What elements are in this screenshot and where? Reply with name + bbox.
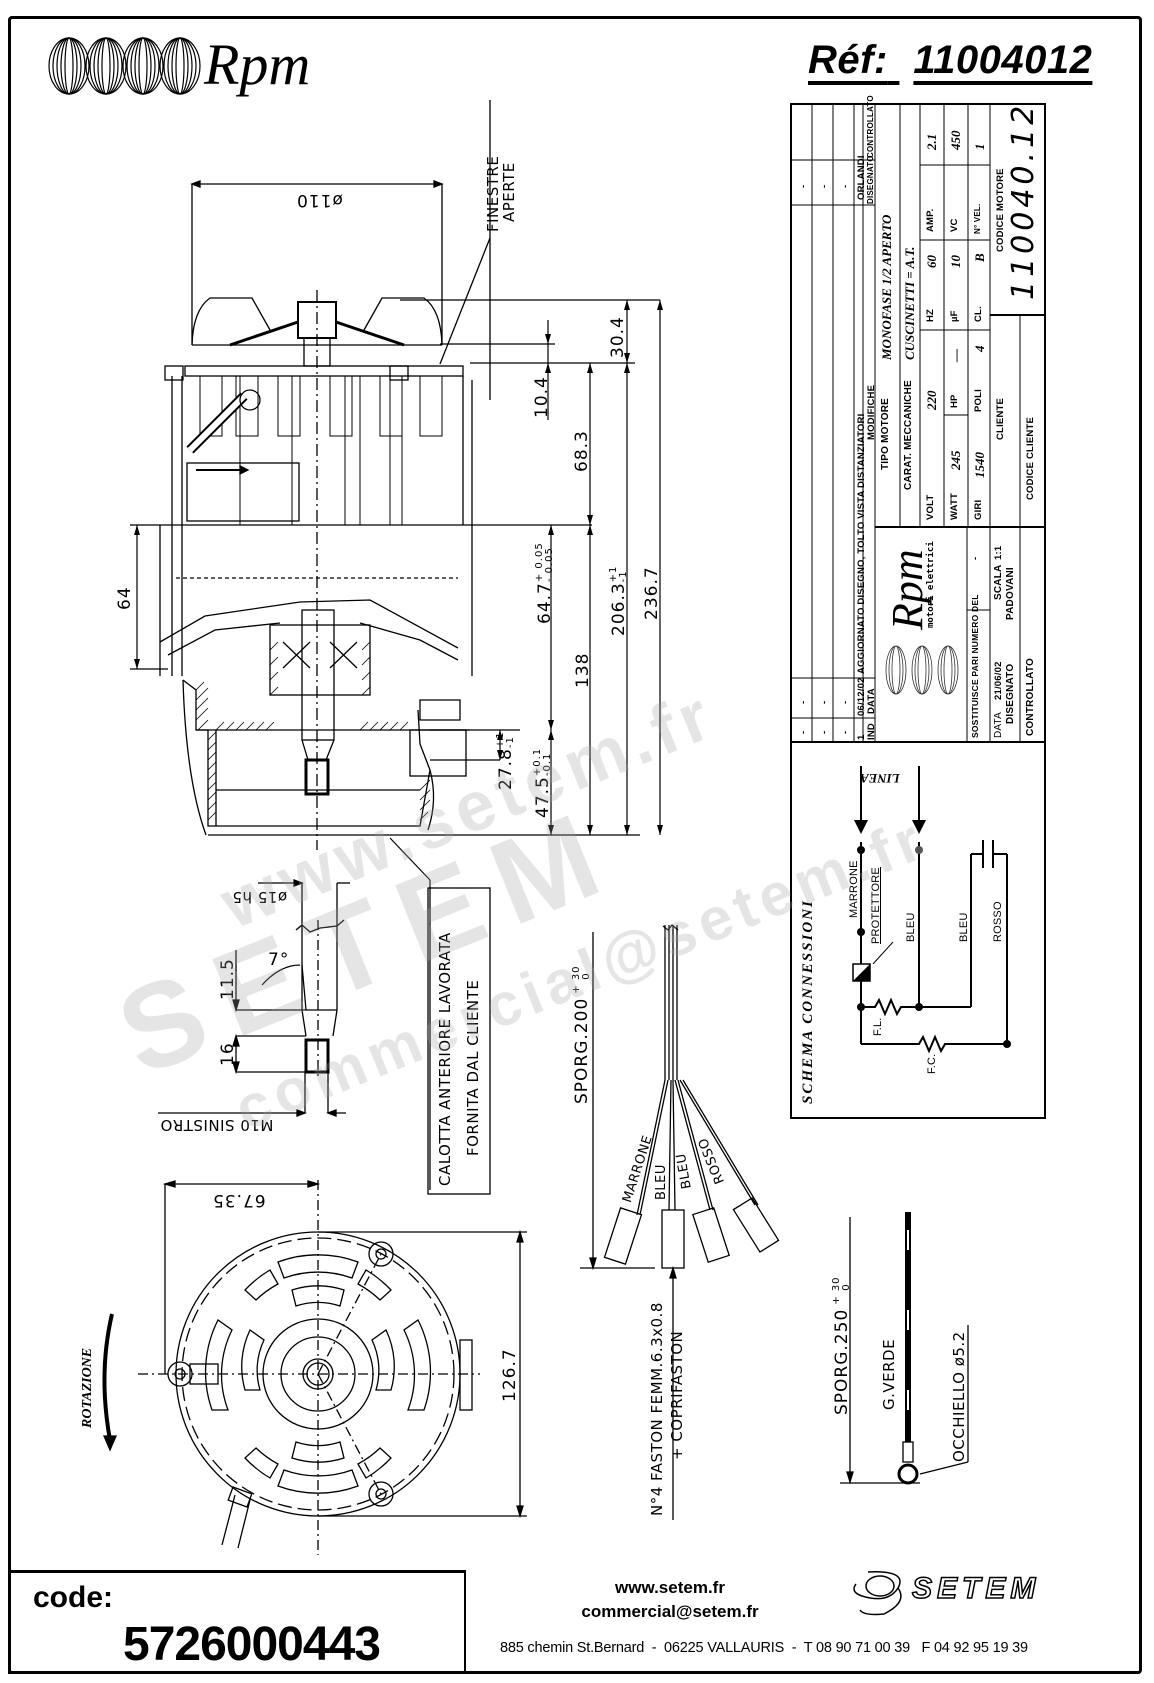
code-label: code: — [33, 1581, 114, 1614]
rotation-label: ROTAZIONE — [80, 1347, 95, 1428]
brand-name: Rpm — [204, 32, 311, 97]
reference-header: Réf: 11004012 — [808, 38, 1092, 83]
footer-brand: SETEM — [911, 1571, 1041, 1606]
code-value: 5726000443 — [123, 1618, 381, 1671]
footer-email: commercial@setem.fr — [581, 1602, 759, 1621]
footer-address: 885 chemin St.Bernard - 06225 VALLAURIS … — [500, 1640, 1028, 1656]
reference-label: Réf: — [808, 38, 888, 82]
code-box: code: 5726000443 — [8, 1570, 466, 1674]
end-view-offset-dim: 67.35 — [212, 1190, 266, 1210]
wiring-schematic — [852, 766, 1011, 1054]
coil-logo-icon — [48, 37, 201, 95]
protector-icon — [852, 941, 894, 982]
reference-number: 11004012 — [913, 38, 1093, 82]
rpm-logo: Rpm — [44, 30, 374, 100]
setem-logo-icon — [853, 1571, 902, 1616]
shaft-angle-dim: 7° — [268, 950, 290, 970]
footer-website: www.setem.fr — [615, 1578, 725, 1597]
drawing-frame — [8, 16, 1142, 1674]
title-block-coil-icon — [885, 645, 959, 695]
end-view-height-dim: 126.7 — [500, 1348, 520, 1402]
